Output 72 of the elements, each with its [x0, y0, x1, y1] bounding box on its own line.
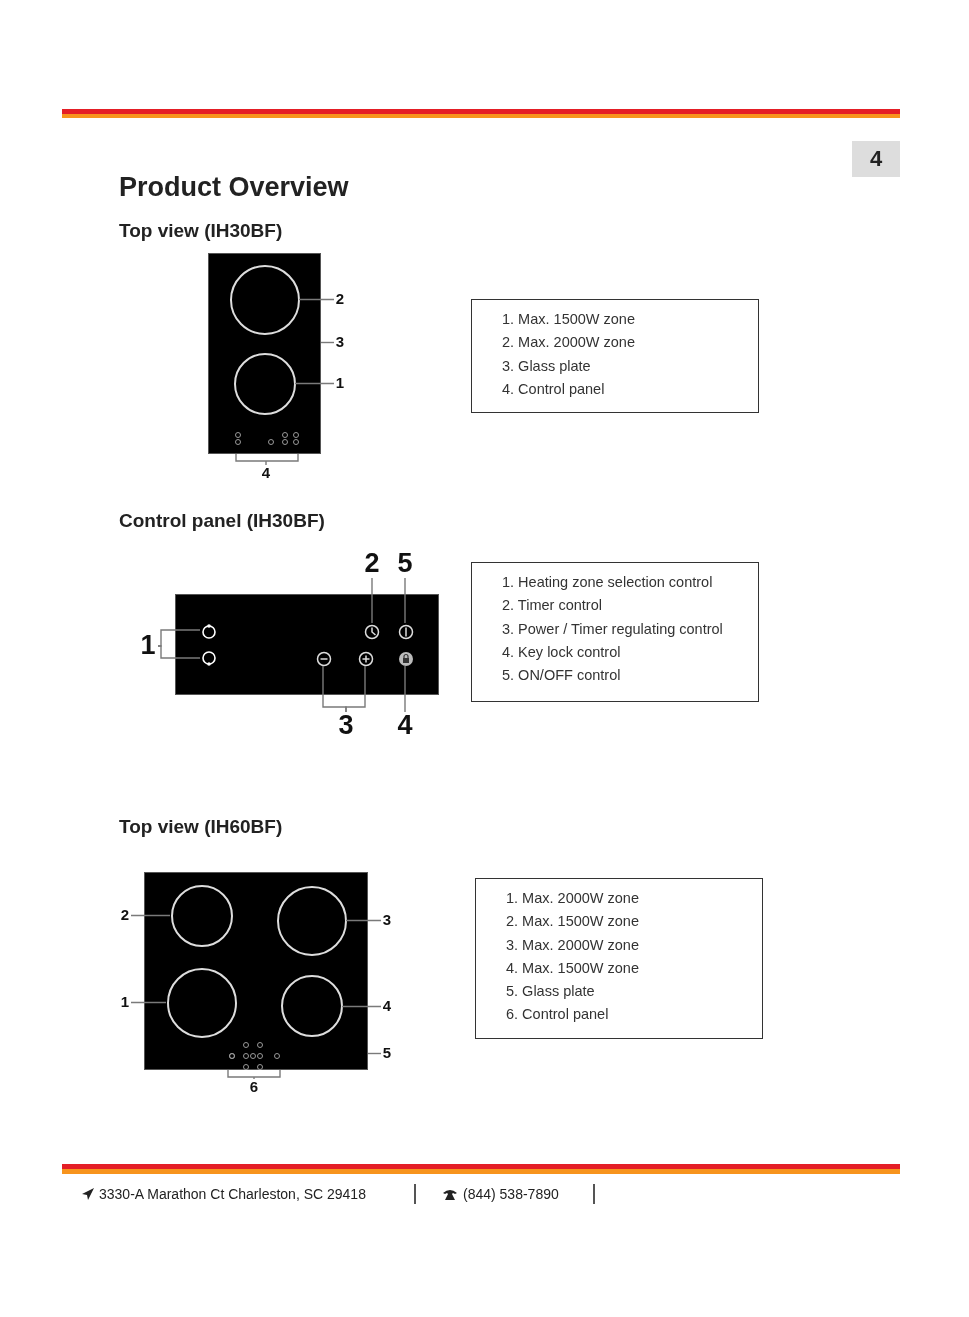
bracket-line — [157, 645, 201, 659]
leader-line — [345, 919, 382, 922]
section-heading: Control panel (IH30BF) — [119, 510, 325, 532]
list-item: 3. Power / Timer regulating control — [502, 619, 723, 639]
power-icon — [398, 624, 414, 640]
minus-icon — [316, 651, 332, 667]
leader-line — [367, 1052, 382, 1055]
control-panel — [175, 594, 439, 695]
list-item: 3. Max. 2000W zone — [506, 935, 639, 955]
key-box — [471, 299, 759, 413]
bracket-line — [235, 453, 299, 466]
callout-number: 3 — [334, 334, 346, 351]
callout-number: 5 — [381, 1045, 393, 1062]
arrow-button-icon — [201, 623, 217, 639]
page-number: 4 — [852, 141, 900, 177]
bracket-line — [157, 629, 201, 647]
cooking-zone — [234, 353, 296, 415]
callout-number: 4 — [381, 998, 393, 1015]
callout-number: 1 — [119, 994, 131, 1011]
leader-line — [371, 577, 373, 624]
callout-number: 2 — [334, 291, 346, 308]
section-heading: Top view (IH30BF) — [119, 220, 283, 242]
callout-number: 3 — [381, 912, 393, 929]
list-item: 2. Max. 2000W zone — [502, 333, 635, 353]
leader-line — [130, 1001, 167, 1004]
bracket-line — [227, 1069, 281, 1080]
cooking-zone — [230, 265, 300, 335]
cooking-zone — [171, 885, 233, 947]
leader-line — [298, 298, 335, 301]
page-title: Product Overview — [119, 172, 349, 203]
callout-number: 1 — [334, 375, 346, 392]
list-item: 3. Glass plate — [502, 356, 591, 376]
leader-line — [404, 577, 406, 624]
callout-number: 3 — [336, 712, 356, 740]
bracket-line — [345, 665, 366, 713]
section-heading: Top view (IH60BF) — [119, 816, 283, 838]
callout-number: 4 — [260, 465, 272, 482]
callout-number: 4 — [395, 712, 415, 740]
list-item: 4. Key lock control — [502, 642, 621, 662]
key-box — [475, 878, 763, 1039]
list-item: 1. Max. 2000W zone — [506, 889, 639, 908]
leader-line — [341, 1005, 382, 1008]
callout-number: 6 — [248, 1079, 260, 1096]
cooktop-surface — [208, 253, 321, 454]
cooking-zone — [277, 886, 347, 956]
phone-number: (844) 538-7890 — [463, 1186, 559, 1202]
list-item: 5. ON/OFF control — [502, 666, 621, 686]
callout-number: 2 — [362, 550, 382, 578]
arrow-button-icon — [201, 651, 217, 667]
plus-icon — [358, 651, 374, 667]
list-item: 1. Max. 1500W zone — [502, 310, 635, 329]
callout-number: 2 — [119, 907, 131, 924]
leader-line — [130, 914, 171, 917]
leader-line — [404, 665, 406, 713]
list-item: 5. Glass plate — [506, 982, 595, 1002]
list-item: 6. Control panel — [506, 1005, 609, 1025]
timer-icon — [364, 624, 380, 640]
callout-number: 5 — [395, 550, 415, 578]
leader-line — [294, 382, 335, 385]
callout-number: 1 — [138, 632, 158, 660]
list-item: 1. Heating zone selection control — [502, 573, 713, 592]
list-item: 2. Timer control — [502, 596, 602, 616]
address-text: 3330-A Marathon Ct Charleston, SC 29418 — [99, 1186, 366, 1202]
lock-icon — [398, 651, 414, 667]
list-item: 2. Max. 1500W zone — [506, 912, 639, 932]
leader-line — [320, 341, 335, 344]
cooktop-surface — [144, 872, 368, 1070]
key-box — [471, 562, 759, 702]
cooking-zone — [167, 968, 237, 1038]
cooking-zone — [281, 975, 343, 1037]
list-item: 4. Control panel — [502, 379, 605, 399]
list-item: 4. Max. 1500W zone — [506, 958, 639, 978]
